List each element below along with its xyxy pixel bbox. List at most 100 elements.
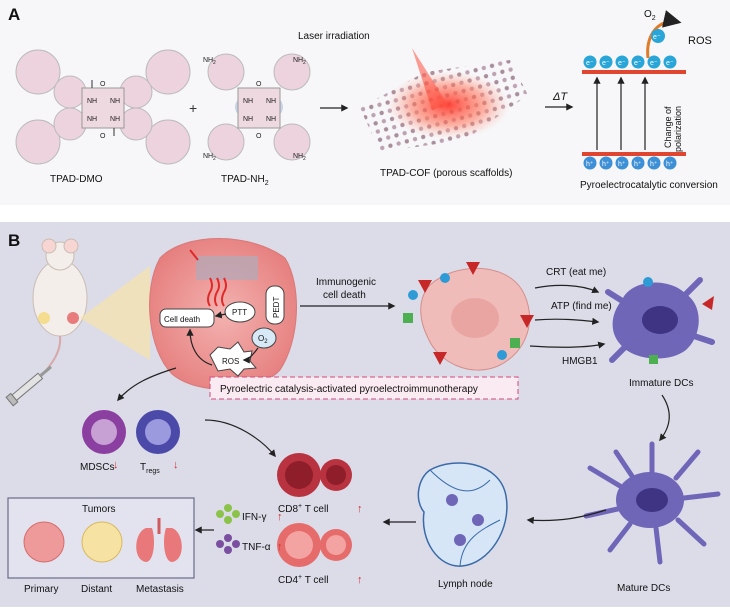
heat-wave-3: [221, 277, 227, 307]
svg-text:2: 2: [303, 60, 306, 66]
svg-text:2: 2: [213, 156, 216, 162]
tnf-alpha-dots: [216, 534, 240, 554]
svg-text:NH: NH: [293, 57, 303, 64]
svg-text:NH: NH: [110, 98, 120, 105]
lungs-icon: [136, 518, 182, 562]
mature-dc-label: Mature DCs: [617, 583, 670, 594]
tpad-cof-scaffold: [360, 48, 528, 152]
tpad-nh2-molecule: NH 2 NH 2 NH 2 NH 2 NH NH NH NH O O: [203, 53, 311, 162]
crt-marker-4: [433, 352, 447, 365]
valence-band: [582, 152, 686, 156]
tumor-mass: [149, 238, 297, 390]
mature-dc-cell: [583, 441, 721, 565]
conduction-band: [582, 70, 686, 74]
svg-text:NH: NH: [266, 116, 276, 123]
dc-to-lymph-arrow: [526, 509, 607, 524]
svg-text:NH: NH: [293, 153, 303, 160]
atp-marker-1: [408, 290, 418, 300]
ifn-label: IFN-γ: [242, 512, 266, 523]
atp-marker-3: [497, 350, 507, 360]
crt-marker-1: [466, 262, 480, 275]
dying-cancer-cell: [420, 267, 530, 371]
electron-5: [647, 55, 661, 69]
mdsc-label: MDSCs: [80, 462, 114, 473]
svg-text:NH: NH: [243, 98, 253, 105]
suppressor-to-tcell-arrow: [204, 419, 276, 458]
polarization-line-1: Change of: [663, 106, 673, 148]
svg-text:NH: NH: [203, 57, 213, 64]
oxygen-label: O2: [644, 9, 656, 22]
panel-b-letter: B: [8, 231, 20, 250]
plus-sign: +: [189, 100, 197, 116]
tumor-to-suppressor-arrow: [117, 367, 177, 402]
hmgb1-marker-2: [510, 338, 520, 348]
dc-maturation-arrow: [659, 394, 670, 442]
electron-label-1: e⁻: [586, 60, 594, 67]
laser-beam: [412, 48, 448, 110]
therapy-banner-label: Pyroelectric catalysis-activated pyroele…: [220, 384, 478, 395]
svg-text:O: O: [100, 133, 106, 140]
zoom-cone: [80, 266, 150, 360]
conversion-label: Pyroelectrocatalytic conversion: [580, 180, 718, 191]
ifn-up-arrow: ↑: [277, 511, 283, 523]
lymph-node-label: Lymph node: [438, 579, 493, 590]
ptt-label: PTT: [232, 308, 247, 317]
cell-death-box: [159, 308, 215, 328]
tpad-nh2-label: TPAD-NH2: [221, 174, 269, 187]
atp-arrow: [534, 317, 600, 325]
hole-6: [663, 156, 677, 170]
hole-1: [583, 156, 597, 170]
crt-marker-2: [418, 280, 432, 293]
primary-label: Primary: [24, 584, 58, 595]
mouse-tumor-right: [67, 312, 79, 324]
polarization-line-2: polarization: [673, 106, 683, 152]
syringe-icon: [5, 365, 52, 407]
hole-label-4: h⁺: [634, 161, 642, 168]
tnf-up-arrow: ↑: [277, 541, 283, 553]
svg-text:NH: NH: [203, 153, 213, 160]
electron-label-2: e⁻: [602, 60, 610, 67]
crt-arrow: [534, 284, 600, 293]
hole-5: [647, 156, 661, 170]
nucleus: [451, 298, 499, 338]
cd8-up-arrow: ↑: [357, 503, 363, 515]
ros-label-a: ROS: [688, 35, 712, 47]
therapy-banner: [209, 376, 519, 400]
svg-text:2: 2: [213, 60, 216, 66]
svg-text:O: O: [256, 81, 262, 88]
hmgb1-label: HMGB1: [562, 356, 598, 367]
distant-tumor: [81, 521, 123, 563]
hole-3: [615, 156, 629, 170]
o2-label-b: O2: [258, 334, 268, 345]
cof-in-tumor: [196, 256, 258, 280]
ros-burst: [209, 341, 258, 377]
laser-label: Laser irradiation: [298, 31, 370, 42]
mouse-illustration: [32, 238, 88, 381]
electron-label-5: e⁻: [650, 60, 658, 67]
lymph-node: [417, 462, 508, 567]
hole-label-3: h⁺: [618, 161, 626, 168]
svg-text:NH: NH: [266, 98, 276, 105]
electron-3: [615, 55, 629, 69]
tpad-dmo-molecule: NH NH NH NH O O: [15, 49, 191, 165]
tpad-dmo-label: TPAD-DMO: [50, 174, 103, 185]
mdsc-down-arrow: ↓: [113, 459, 119, 471]
crt-marker-3: [520, 315, 534, 328]
immature-dc-cell: [605, 277, 715, 363]
svg-text:e⁻: e⁻: [653, 34, 661, 41]
immunogenic-label-1: Immunogenic: [316, 277, 376, 288]
o2-bubble: [251, 327, 277, 349]
svg-text:O: O: [100, 81, 106, 88]
electron-2: [599, 55, 613, 69]
svg-text:NH: NH: [243, 116, 253, 123]
svg-text:NH: NH: [110, 116, 120, 123]
transferred-electron: [651, 29, 665, 43]
dc-hmgb1: [649, 355, 658, 364]
cd8-label: CD8+ T cell: [278, 503, 328, 515]
ptt-bubble: [224, 301, 256, 323]
hole-4: [631, 156, 645, 170]
hole-label-5: h⁺: [650, 161, 658, 168]
delta-t-label: ΔT: [552, 91, 568, 103]
